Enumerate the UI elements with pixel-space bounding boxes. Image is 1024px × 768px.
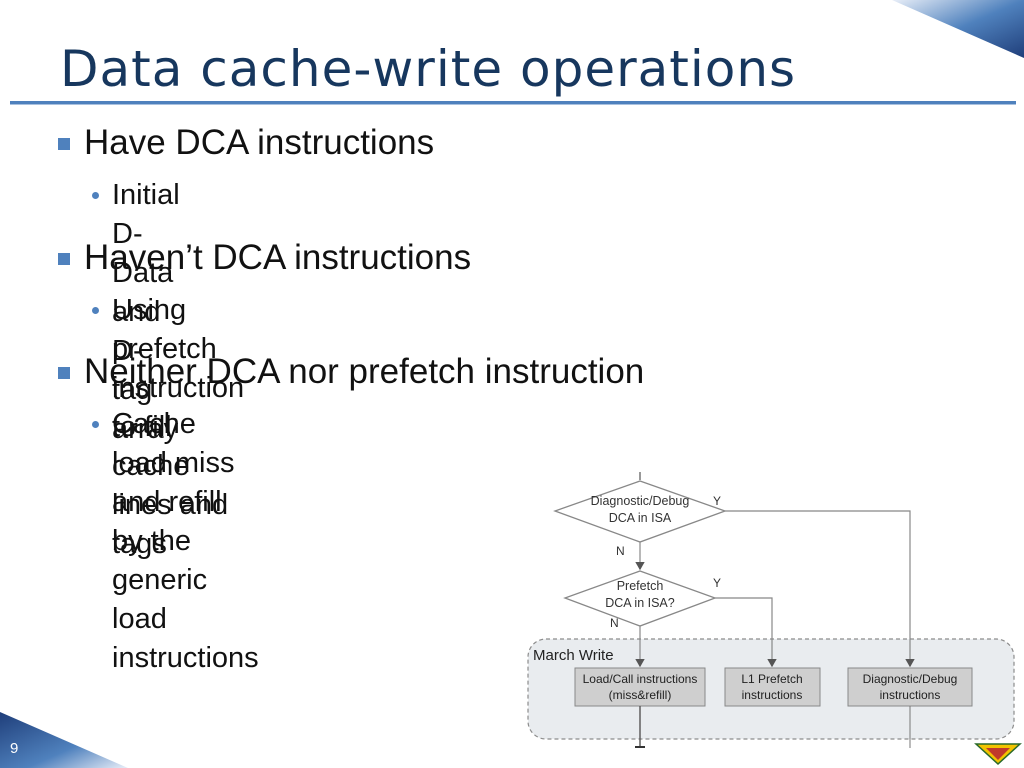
page-number: 9: [10, 740, 19, 757]
sub-bullet-1: Initial D-Data and D-tag array: [92, 176, 180, 449]
square-bullet-icon: [58, 253, 70, 265]
box-2-line2: instructions: [742, 688, 803, 702]
dot-bullet-icon: [92, 421, 99, 428]
decision-2-line1: Prefetch: [617, 579, 664, 593]
box-2-line1: L1 Prefetch: [741, 672, 802, 686]
decision-1-line1: Diagnostic/Debug: [591, 494, 690, 508]
decision-1-line2: DCA in ISA: [609, 511, 672, 525]
box-1-line1: Load/Call instructions: [583, 672, 698, 686]
box-1-line2: (miss&refill): [609, 688, 672, 702]
dot-bullet-icon: [92, 307, 99, 314]
sub-bullet-2: Using prefetch instruction to fill cache…: [92, 291, 245, 564]
box-l1-prefetch: [724, 667, 821, 707]
top-right-corner: [892, 0, 1024, 58]
box-load-call: [574, 667, 706, 707]
box-3-line1: Diagnostic/Debug: [863, 672, 958, 686]
sub-bullet-3: Cache load miss and refill by the generi…: [92, 405, 259, 678]
sub-bullet-1-text: Initial D-Data and D-tag array: [112, 179, 180, 445]
decision-2-line2: DCA in ISA?: [605, 596, 675, 610]
bullet-3-text: Neither DCA nor prefetch instruction: [84, 352, 645, 391]
box-3-line2: instructions: [880, 688, 941, 702]
decision-1-no: N: [616, 544, 625, 558]
bottom-left-corner: [0, 712, 128, 768]
flowchart: March Write Diagnostic/Debug DCA in ISA …: [527, 472, 1015, 748]
title-underline: [10, 101, 1016, 105]
group-label: March Write: [533, 647, 614, 664]
bullet-1: Have DCA instructions: [58, 123, 435, 163]
bullet-2: Haven’t DCA instructions: [58, 238, 472, 278]
square-bullet-icon: [58, 138, 70, 150]
slide-title: Data cache-write operations: [60, 40, 797, 98]
sub-bullet-3-line2: instructions: [112, 642, 259, 674]
decision-2-no: N: [610, 616, 619, 630]
bullet-2-text: Haven’t DCA instructions: [84, 238, 472, 277]
sub-bullet-2-text: Using prefetch instruction to fill cache…: [112, 294, 245, 560]
sub-bullet-3-line1: Cache load miss and refill by the generi…: [112, 408, 235, 635]
decision-2-yes: Y: [713, 576, 721, 590]
bullet-1-text: Have DCA instructions: [84, 123, 435, 162]
dot-bullet-icon: [92, 192, 99, 199]
square-bullet-icon: [58, 367, 70, 379]
box-diagnostic-debug: [847, 667, 973, 707]
decision-1-yes: Y: [713, 494, 721, 508]
bullet-3: Neither DCA nor prefetch instruction: [58, 352, 645, 392]
